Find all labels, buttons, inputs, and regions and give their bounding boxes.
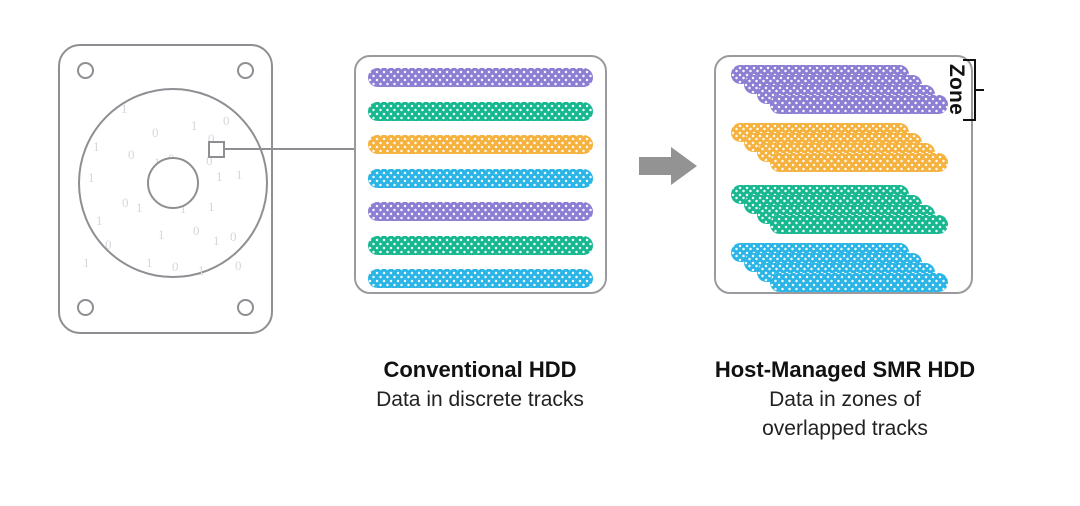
smr-caption-title: Host-Managed SMR HDD [714, 357, 976, 382]
smr-caption: Host-Managed SMR HDD Data in zones of ov… [685, 355, 1005, 443]
zone-bracket-tick [976, 89, 984, 91]
disk-platter [78, 88, 268, 278]
screw-hole-bottom-left [77, 299, 94, 316]
screw-hole-top-left [77, 62, 94, 79]
conventional-track [368, 269, 593, 288]
conventional-caption-line-1: Data in discrete tracks [376, 388, 584, 411]
transform-arrow [639, 146, 699, 186]
smr-zone-list [716, 57, 971, 292]
conventional-track [368, 235, 593, 255]
conventional-hdd-track-panel [354, 55, 607, 294]
smr-track [770, 95, 948, 114]
screw-hole-bottom-right [237, 299, 254, 316]
conventional-caption-title: Conventional HDD [383, 357, 577, 382]
smr-track [770, 273, 948, 292]
track-zoom-marker [208, 141, 225, 158]
smr-track [770, 215, 948, 234]
smr-track [770, 153, 948, 172]
conventional-caption: Conventional HDD Data in discrete tracks [330, 355, 630, 414]
conventional-track-list [356, 57, 605, 292]
conventional-track [368, 202, 593, 221]
conventional-track [368, 101, 593, 121]
zone-bracket [963, 59, 976, 121]
screw-hole-top-right [237, 62, 254, 79]
smr-caption-line-1: Data in zones of [769, 388, 921, 411]
conventional-track [368, 135, 593, 154]
conventional-track [368, 68, 593, 87]
conventional-track [368, 168, 593, 188]
hard-disk-drive-illustration: 11000101001110011111010011010 [58, 44, 273, 334]
smr-caption-line-2: overlapped tracks [762, 417, 928, 440]
magnifier-leader-line [225, 148, 355, 150]
host-managed-smr-track-panel [714, 55, 973, 294]
spindle-hole [147, 157, 199, 209]
